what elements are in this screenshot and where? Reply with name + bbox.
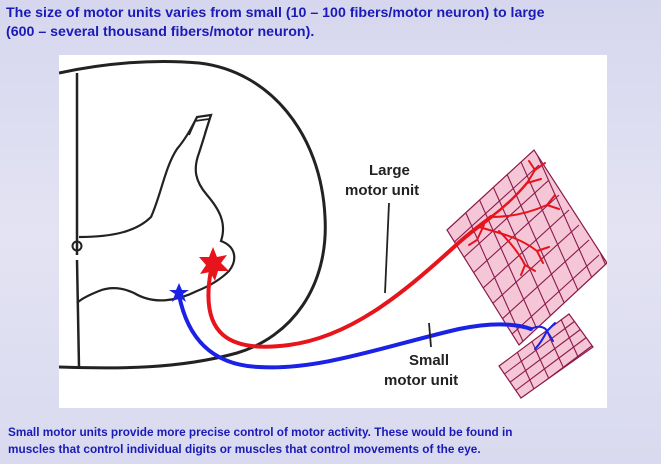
small-motor-unit-label-line2: motor unit — [384, 372, 458, 389]
spinal-cord-outline — [59, 59, 327, 370]
large-neuron-star-icon — [199, 247, 229, 281]
large-label-pointer — [384, 202, 390, 294]
central-canal — [71, 240, 83, 252]
small-neuron-star-icon — [169, 283, 189, 302]
caption-line-2: muscles that control individual digits o… — [8, 442, 481, 456]
large-motor-axon — [206, 160, 560, 349]
small-motor-axon — [177, 293, 556, 370]
small-label-pointer — [428, 322, 432, 348]
dorsal-horn-tip — [188, 114, 212, 136]
diagram-svg: Large motor unit Small motor unit — [59, 59, 607, 399]
large-motor-unit-label-line1: Large — [369, 162, 410, 179]
slide-caption: Small motor units provide more precise c… — [8, 424, 658, 458]
small-motor-unit-label-line1: Small — [409, 352, 449, 369]
grey-matter-outline — [76, 113, 236, 304]
motor-unit-diagram: Large motor unit Small motor unit — [59, 55, 607, 408]
large-motor-unit-label-line2: motor unit — [345, 182, 419, 199]
spinal-cord-midline — [75, 73, 81, 368]
caption-line-1: Small motor units provide more precise c… — [8, 425, 513, 439]
slide-title: The size of motor units varies from smal… — [6, 4, 661, 42]
title-line-1: The size of motor units varies from smal… — [6, 5, 545, 21]
title-line-2: (600 – several thousand fibers/motor neu… — [6, 24, 315, 40]
